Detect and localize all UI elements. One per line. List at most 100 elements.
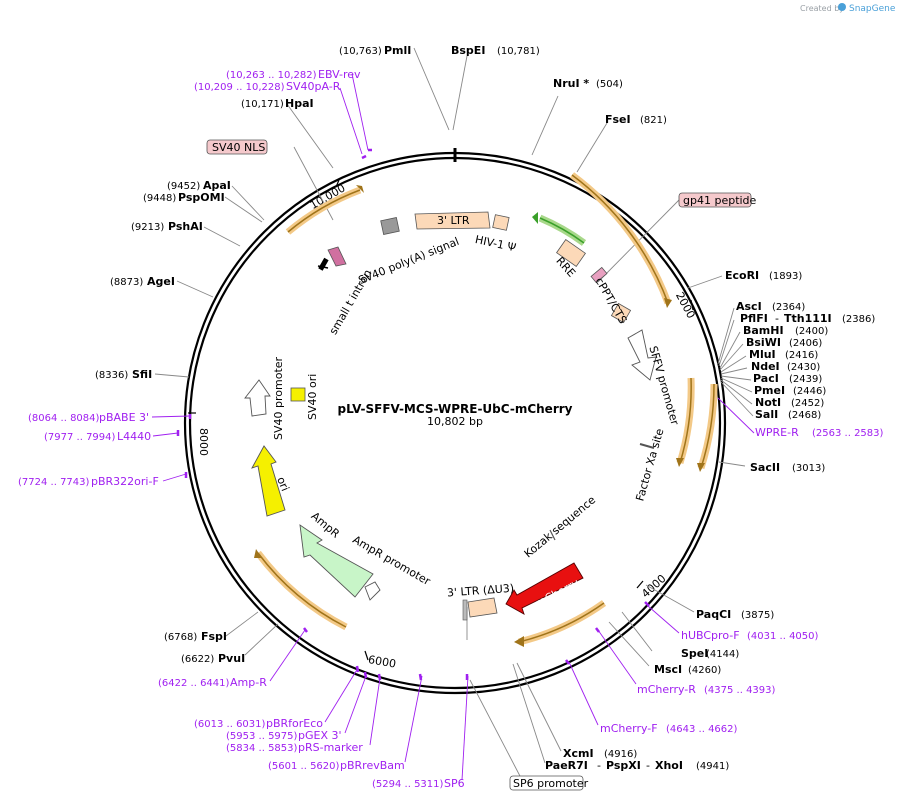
site-name-hpai[interactable]: HpaI [285, 97, 314, 110]
site-name-pflfi[interactable]: PflFI [740, 312, 768, 325]
site-name-tth111i[interactable]: Tth111I [784, 312, 832, 325]
site-name-pspomi[interactable]: PspOMI [178, 191, 225, 204]
site-pos-xhoi: (4941) [696, 761, 729, 772]
feature-3ltr[interactable] [414, 211, 491, 230]
site-name-bspei[interactable]: BspEI [451, 44, 485, 57]
site-pos-paci: (2439) [789, 374, 822, 385]
sp6-promoter-box[interactable] [509, 775, 584, 791]
primer-range-sp6: (5294 .. 5311) [372, 779, 444, 790]
site-pos-ecori: (1893) [769, 271, 802, 282]
primer-name-l4440[interactable]: L4440 [117, 430, 151, 443]
site-pos-sacii: (3013) [792, 463, 825, 474]
site-pos-asci: (2364) [772, 302, 805, 313]
watermark-created-by: Created by [800, 4, 844, 13]
feature-mcherry-arrow[interactable] [505, 562, 584, 615]
primer-name-pgex3[interactable]: pGEX 3' [298, 729, 342, 742]
primer-name-prs-marker[interactable]: pRS-marker [298, 741, 363, 754]
primer-name-pbabe3[interactable]: pBABE 3' [99, 411, 149, 424]
site-name-mlui[interactable]: MluI [749, 348, 776, 361]
site-sep-pspxi: - [597, 759, 601, 772]
feature-ampr-promoter-arrow[interactable] [364, 581, 381, 601]
primer-name-ebv-rev[interactable]: EBV-rev [318, 68, 361, 81]
site-name-paer7i[interactable]: PaeR7I [545, 759, 588, 772]
site-name-fsei[interactable]: FseI [605, 113, 631, 126]
site-name-sali[interactable]: SalI [755, 408, 778, 421]
feature-factor-xa-mark[interactable] [639, 443, 655, 449]
feature-ampr-arrow[interactable] [299, 524, 374, 598]
site-name-ecori[interactable]: EcoRI [725, 269, 759, 282]
site-name-spei[interactable]: SpeI [681, 647, 708, 660]
site-name-pmli[interactable]: PmlI [384, 44, 411, 57]
gp41-box[interactable] [678, 192, 752, 208]
site-name-noti[interactable]: NotI [755, 396, 781, 409]
site-sep-pflfi: - [775, 312, 779, 325]
site-name-xhoi[interactable]: XhoI [655, 759, 683, 772]
primer-name-mcherry-r[interactable]: mCherry-R [637, 683, 696, 696]
sv40-nls-box[interactable] [206, 139, 268, 155]
site-name-bamhi[interactable]: BamHI [743, 324, 784, 337]
feature-sffv-arrow[interactable] [627, 329, 657, 381]
primer-range-amp-r: (6422 .. 6441) [158, 678, 230, 689]
feature-label-hiv-psi: HIV-1 Ψ [474, 233, 518, 254]
site-name-asci[interactable]: AscI [736, 300, 762, 313]
small-t-intron-icon[interactable] [317, 257, 329, 271]
site-name-paci[interactable]: PacI [753, 372, 779, 385]
site-name-pmei[interactable]: PmeI [754, 384, 785, 397]
feature-sv40-polya-box[interactable] [380, 217, 400, 235]
feature-ori-arrow[interactable] [251, 445, 286, 517]
site-name-pshai[interactable]: PshAI [168, 220, 203, 233]
primer-name-pbrrevbam[interactable]: pBRrevBam [340, 759, 405, 772]
primer-name-pbr322ori-f[interactable]: pBR322ori-F [91, 475, 159, 488]
primer-range-wpre-r: (2563 .. 2583) [812, 428, 884, 439]
feature-sv40-nls-mark[interactable] [327, 246, 347, 267]
site-name-sacii[interactable]: SacII [750, 461, 780, 474]
site-name-xcmi[interactable]: XcmI [563, 747, 594, 760]
primer-name-mcherry-f[interactable]: mCherry-F [600, 722, 658, 735]
feature-hiv-psi-box[interactable] [492, 214, 510, 231]
primer-name-sv40pa-r[interactable]: SV40pA-R [286, 80, 341, 93]
feature-cppt-box[interactable] [610, 302, 632, 324]
feature-label-kozak: Kozak sequence [522, 493, 599, 560]
primer-range-pbabe3: (8064 .. 8084) [28, 413, 100, 424]
plasmid-name: pLV-SFFV-MCS-WPRE-UbC-mCherry [338, 402, 573, 416]
site-pos-pspomi: (9448) [143, 193, 176, 204]
site-name-paqci[interactable]: PaqCI [696, 608, 731, 621]
primer-name-amp-r[interactable]: Amp-R [230, 676, 267, 689]
primer-range-mcherry-r: (4375 .. 4393) [704, 685, 776, 696]
feature-sv40-ori-box[interactable] [290, 387, 306, 402]
feature-3ltr-du3-box[interactable] [467, 597, 498, 618]
site-pos-hpai: (10,171) [241, 99, 284, 110]
feature-kozak-mark[interactable] [549, 529, 556, 541]
site-pos-mlui: (2416) [785, 350, 818, 361]
site-name-agei[interactable]: AgeI [147, 275, 175, 288]
site-name-bsiwi[interactable]: BsiWI [746, 336, 781, 349]
arrow-heads [254, 185, 705, 647]
site-pos-paqci: (3875) [741, 610, 774, 621]
site-name-msci[interactable]: MscI [654, 663, 682, 676]
site-name-pspxi[interactable]: PspXI [606, 759, 641, 772]
site-pos-xcmi: (4916) [604, 749, 637, 760]
primer-range-l4440: (7977 .. 7994) [44, 432, 116, 443]
site-name-fspi[interactable]: FspI [201, 630, 227, 643]
site-name-sfii[interactable]: SfiI [132, 368, 152, 381]
site-name-ndei[interactable]: NdeI [751, 360, 780, 373]
site-name-apai[interactable]: ApaI [203, 179, 231, 192]
snapgene-logo-icon [838, 3, 846, 11]
feature-sv40-promoter-arrow[interactable] [244, 379, 271, 417]
site-sep-xhoi: - [646, 759, 650, 772]
site-pos-fsei: (821) [640, 115, 667, 126]
site-pos-pmei: (2446) [793, 386, 826, 397]
site-name-nrui[interactable]: NruI * [553, 77, 589, 90]
site-pos-pshai: (9213) [131, 222, 164, 233]
feature-gp41-mark[interactable] [590, 266, 608, 284]
site-pos-apai: (9452) [167, 181, 200, 192]
primer-name-hubcpro-f[interactable]: hUBCpro-F [681, 629, 740, 642]
feature-label-sffv: SFFV promoter [646, 344, 681, 427]
feature-rre-box[interactable] [556, 239, 586, 267]
primer-name-sp6[interactable]: SP6 [444, 777, 465, 790]
primer-name-wpre-r[interactable]: WPRE-R [755, 426, 799, 439]
feature-label-cppt: cPPT/CTS [593, 275, 630, 326]
site-name-pvui[interactable]: PvuI [218, 652, 245, 665]
primer-name-pbrforeco[interactable]: pBRforEco [266, 717, 323, 730]
